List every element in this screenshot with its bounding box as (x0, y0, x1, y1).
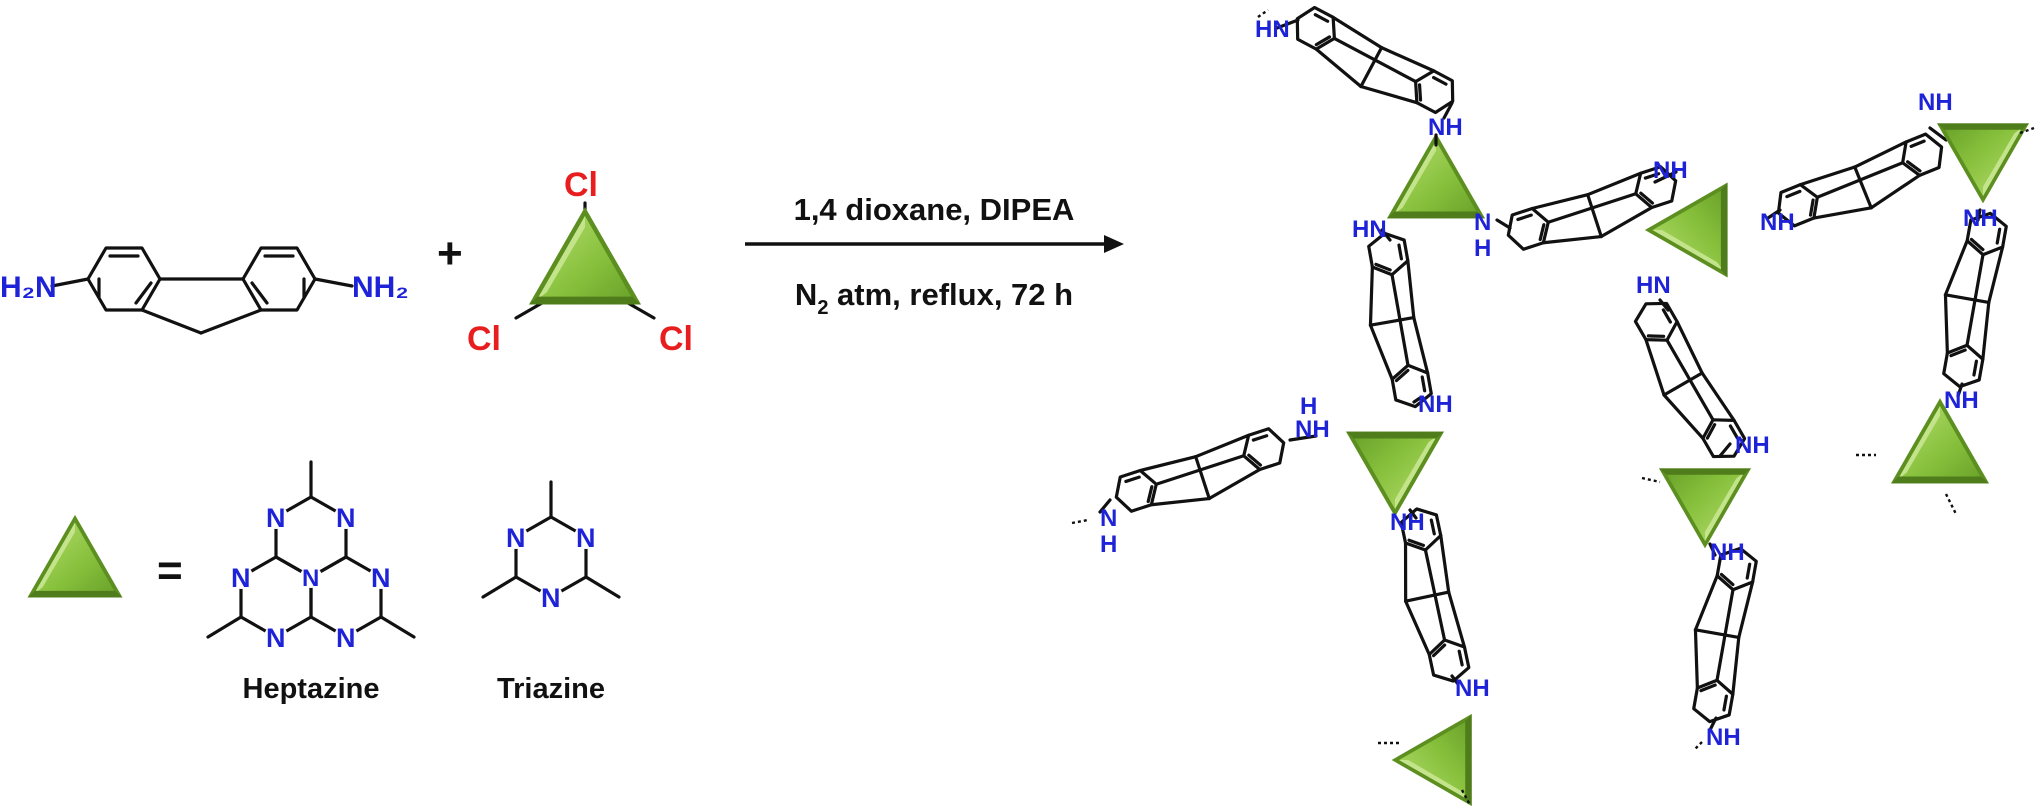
svg-text:N: N (336, 503, 356, 533)
svg-text:NH: NH (1735, 432, 1770, 459)
legend-node (27, 514, 123, 598)
h2n-label: H₂N (0, 271, 57, 304)
diaminofluorene-monomer: H₂N NH₂ (0, 246, 409, 335)
svg-text:N: N (302, 565, 319, 592)
svg-text:N: N (506, 523, 526, 553)
svg-text:NH: NH (1963, 205, 1998, 232)
svg-text:HN: HN (1352, 216, 1387, 243)
svg-text:NH: NH (1390, 509, 1425, 536)
svg-text:N: N (231, 563, 251, 593)
triazine-label: Triazine (497, 673, 605, 705)
chlorine-top: Cl (564, 166, 598, 204)
svg-text:HN: HN (1255, 16, 1290, 43)
svg-text:NH: NH (1428, 114, 1463, 141)
svg-text:NH: NH (1918, 89, 1953, 116)
svg-text:N: N (266, 623, 286, 653)
svg-text:NH: NH (1760, 209, 1795, 236)
svg-text:H: H (1474, 235, 1491, 262)
svg-text:HN: HN (1636, 272, 1671, 299)
heptazine-structure: N N N N N N N (206, 460, 416, 653)
polymer-network (1071, 1, 2035, 806)
chlorine-left: Cl (467, 320, 501, 358)
svg-text:N: N (1474, 209, 1491, 236)
svg-text:NH: NH (1710, 539, 1745, 566)
nh2-label: NH₂ (352, 271, 409, 304)
plus-sign: + (437, 229, 463, 278)
reaction-arrow (745, 235, 1124, 253)
polymer-amine-labels: HN NH HN N H NH NH NH NH HN NH NH H NH N… (1100, 16, 1998, 751)
svg-text:N: N (266, 503, 286, 533)
svg-text:NH: NH (1455, 675, 1490, 702)
svg-text:NH: NH (1653, 157, 1688, 184)
triazine-structure: N N N (481, 480, 621, 613)
svg-text:NH: NH (1706, 724, 1741, 751)
svg-text:H: H (1300, 393, 1317, 420)
equals-sign: = (157, 546, 183, 595)
trichloro-node: Cl Cl Cl (467, 166, 693, 358)
svg-text:N: N (336, 623, 356, 653)
svg-text:N: N (541, 583, 561, 613)
svg-text:NH: NH (1944, 387, 1979, 414)
chlorine-right: Cl (659, 320, 693, 358)
conditions-above: 1,4 dioxane, DIPEA (794, 192, 1075, 227)
svg-text:N: N (576, 523, 596, 553)
svg-text:NH: NH (1418, 391, 1453, 418)
svg-text:N: N (371, 563, 391, 593)
svg-text:H: H (1100, 531, 1117, 558)
svg-text:N: N (1100, 505, 1117, 532)
heptazine-label: Heptazine (243, 673, 380, 705)
conditions-below: N2 atm, reflux, 72 h (795, 277, 1073, 319)
svg-text:NH: NH (1295, 416, 1330, 443)
